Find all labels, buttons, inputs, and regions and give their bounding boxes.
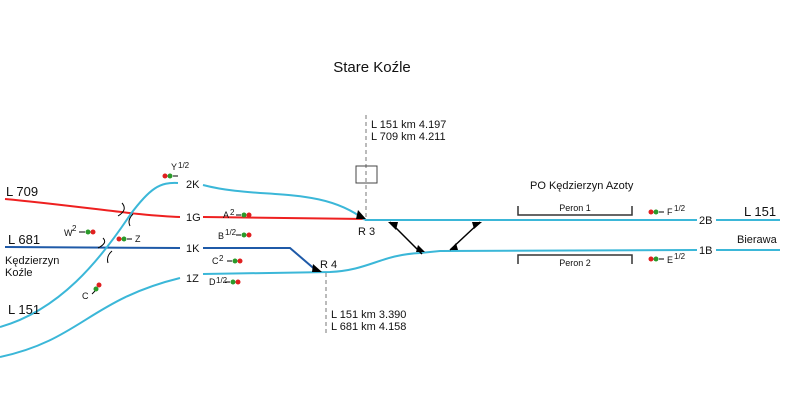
svg-text:C: C (212, 256, 219, 266)
svg-text:1/2: 1/2 (225, 228, 237, 237)
track-1Z-left (0, 277, 181, 358)
line-label-l709: L 709 (6, 184, 38, 199)
post-r3: R 3 (358, 226, 375, 238)
track-label-1Z: 1Z (186, 273, 199, 285)
km-r3-l709: L 709 km 4.211 (371, 131, 446, 143)
track-label-2K: 2K (186, 179, 200, 191)
svg-text:F: F (667, 207, 673, 217)
track-l151-2K (0, 181, 179, 328)
track-l709 (4, 198, 181, 218)
svg-text:B: B (218, 231, 224, 241)
svg-text:W: W (64, 228, 73, 238)
switch-marker (416, 245, 425, 252)
bridge-mark (97, 202, 134, 264)
svg-text:1/2: 1/2 (674, 204, 686, 213)
km-r4-l151: L 151 km 3.390 (331, 309, 406, 321)
svg-text:1/2: 1/2 (178, 161, 190, 170)
signal-c: C (82, 282, 102, 301)
station-title: Stare Koźle (333, 59, 411, 76)
switch-marker (450, 243, 458, 250)
switch-marker (388, 222, 398, 230)
track-1G (202, 216, 366, 220)
svg-text:2: 2 (219, 254, 224, 263)
track-1Z (202, 249, 698, 275)
line-label-l151: L 151 (8, 302, 40, 317)
place-kedzierzyn: Kędzierzyn (5, 255, 59, 267)
platform-2 (517, 254, 633, 264)
post-r4: R 4 (320, 259, 337, 271)
switch-marker (312, 264, 322, 272)
track-label-1G: 1G (186, 212, 201, 224)
svg-text:D: D (209, 277, 216, 287)
svg-text:E: E (667, 255, 673, 265)
platform-2-label: Peron 2 (559, 258, 591, 268)
svg-text:C: C (82, 291, 89, 301)
switch-marker (472, 222, 482, 229)
track-l681 (4, 246, 181, 249)
line-label-l151-right: L 151 (744, 204, 776, 219)
platform-1 (517, 206, 633, 216)
line-label-l681: L 681 (8, 232, 40, 247)
place-kozle: Koźle (5, 267, 33, 279)
track-label-1K: 1K (186, 243, 200, 255)
track-2K (202, 184, 366, 221)
svg-text:Y: Y (171, 162, 177, 172)
svg-text:1/2: 1/2 (216, 276, 228, 285)
svg-text:1/2: 1/2 (674, 252, 686, 261)
place-bierawa: Bierawa (737, 234, 778, 246)
track-label-2B: 2B (699, 215, 712, 227)
km-r3-l151: L 151 km 4.197 (371, 119, 446, 131)
place-po-azoty: PO Kędzierzyn Azoty (530, 180, 634, 192)
svg-text:2: 2 (230, 208, 235, 217)
km-r4-l681: L 681 km 4.158 (331, 321, 406, 333)
signal-z: Z (116, 234, 141, 244)
signal-box (355, 165, 378, 184)
track-1K (203, 247, 319, 273)
svg-text:A: A (223, 210, 229, 220)
svg-text:2: 2 (72, 224, 77, 233)
svg-text:Z: Z (135, 234, 141, 244)
switch-marker (356, 210, 366, 219)
track-label-1B: 1B (699, 245, 712, 257)
platform-1-label: Peron 1 (559, 203, 591, 213)
